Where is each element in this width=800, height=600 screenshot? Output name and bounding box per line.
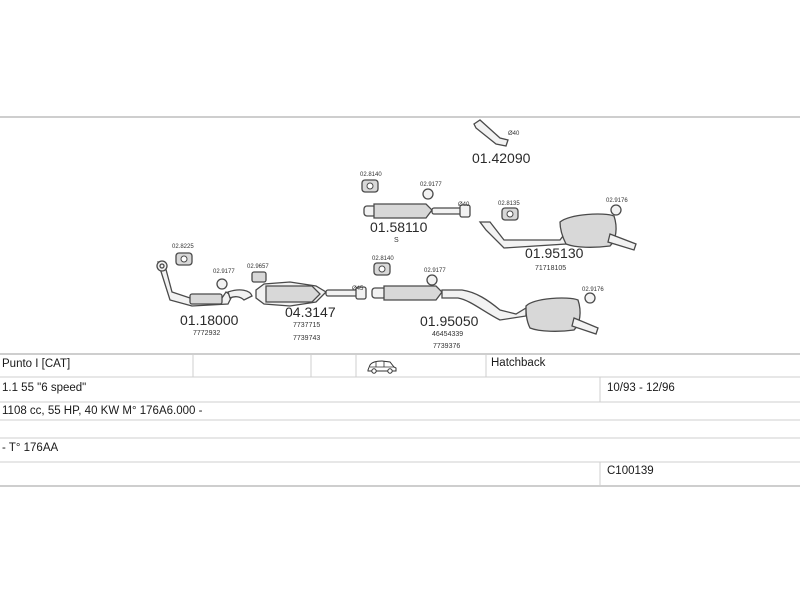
type-code: - T° 176AA (2, 442, 59, 454)
hardware-label: 02.9177 (213, 269, 235, 275)
hardware-label: 02.9177 (420, 182, 442, 188)
diameter-label: Ø45 (352, 286, 364, 292)
hardware-label: 02.8225 (172, 244, 194, 250)
part-ref-5a: 71718105 (535, 265, 566, 272)
hardware-label: 02.8140 (372, 256, 394, 262)
clamp-icon (216, 278, 228, 290)
hanger-icon (361, 179, 379, 193)
hardware-label: 02.8135 (498, 201, 520, 207)
hardware-label: 02.8140 (360, 172, 382, 178)
car-icon (367, 360, 397, 374)
part-number-6: 01.42090 (472, 150, 531, 166)
body-type: Hatchback (491, 357, 546, 369)
hardware-label: 02.9176 (582, 287, 604, 293)
part-catalytic-converter[interactable] (255, 281, 367, 307)
hardware-label: 02.9657 (247, 264, 269, 270)
clamp-icon (426, 274, 438, 286)
hardware-label: 02.9176 (606, 198, 628, 204)
hanger-icon (175, 252, 193, 266)
engine-specs: 1108 cc, 55 HP, 40 KW M° 176A6.000 - (2, 405, 203, 417)
hanger-icon (373, 262, 391, 276)
diameter-label: Ø40 (508, 131, 520, 137)
part-number-5: 01.95130 (525, 245, 584, 261)
part-ref-1a: 7772932 (193, 330, 220, 337)
part-tail-pipe[interactable] (473, 119, 509, 147)
part-ref-4a: S (394, 237, 399, 244)
part-number-2: 04.3147 (285, 304, 336, 320)
clamp-icon (610, 204, 622, 216)
part-number-4: 01.58110 (370, 219, 428, 235)
clamp-icon (422, 188, 434, 200)
part-ref-3a: 46454339 (432, 331, 463, 338)
part-middle-silencer[interactable] (363, 203, 471, 219)
part-number-3: 01.95050 (420, 313, 479, 329)
part-ref-2a: 7737715 (293, 322, 320, 329)
part-rear-silencer[interactable] (478, 213, 637, 251)
gasket-icon (251, 271, 267, 283)
part-ref-2b: 7739743 (293, 335, 320, 342)
part-front-pipe[interactable] (156, 260, 253, 307)
hanger-icon (501, 207, 519, 221)
production-years: 10/93 - 12/96 (607, 382, 675, 394)
part-ref-3b: 7739376 (433, 343, 460, 350)
engine-variant: 1.1 55 "6 speed" (2, 382, 87, 394)
hardware-label: 02.9177 (424, 268, 446, 274)
part-number-1: 01.18000 (180, 312, 239, 328)
part-middle-rear-silencer[interactable] (371, 285, 599, 335)
catalog-code: C100139 (607, 465, 654, 477)
model-name: Punto I [CAT] (2, 358, 71, 370)
diameter-label: Ø40 (458, 202, 470, 208)
clamp-icon (584, 292, 596, 304)
